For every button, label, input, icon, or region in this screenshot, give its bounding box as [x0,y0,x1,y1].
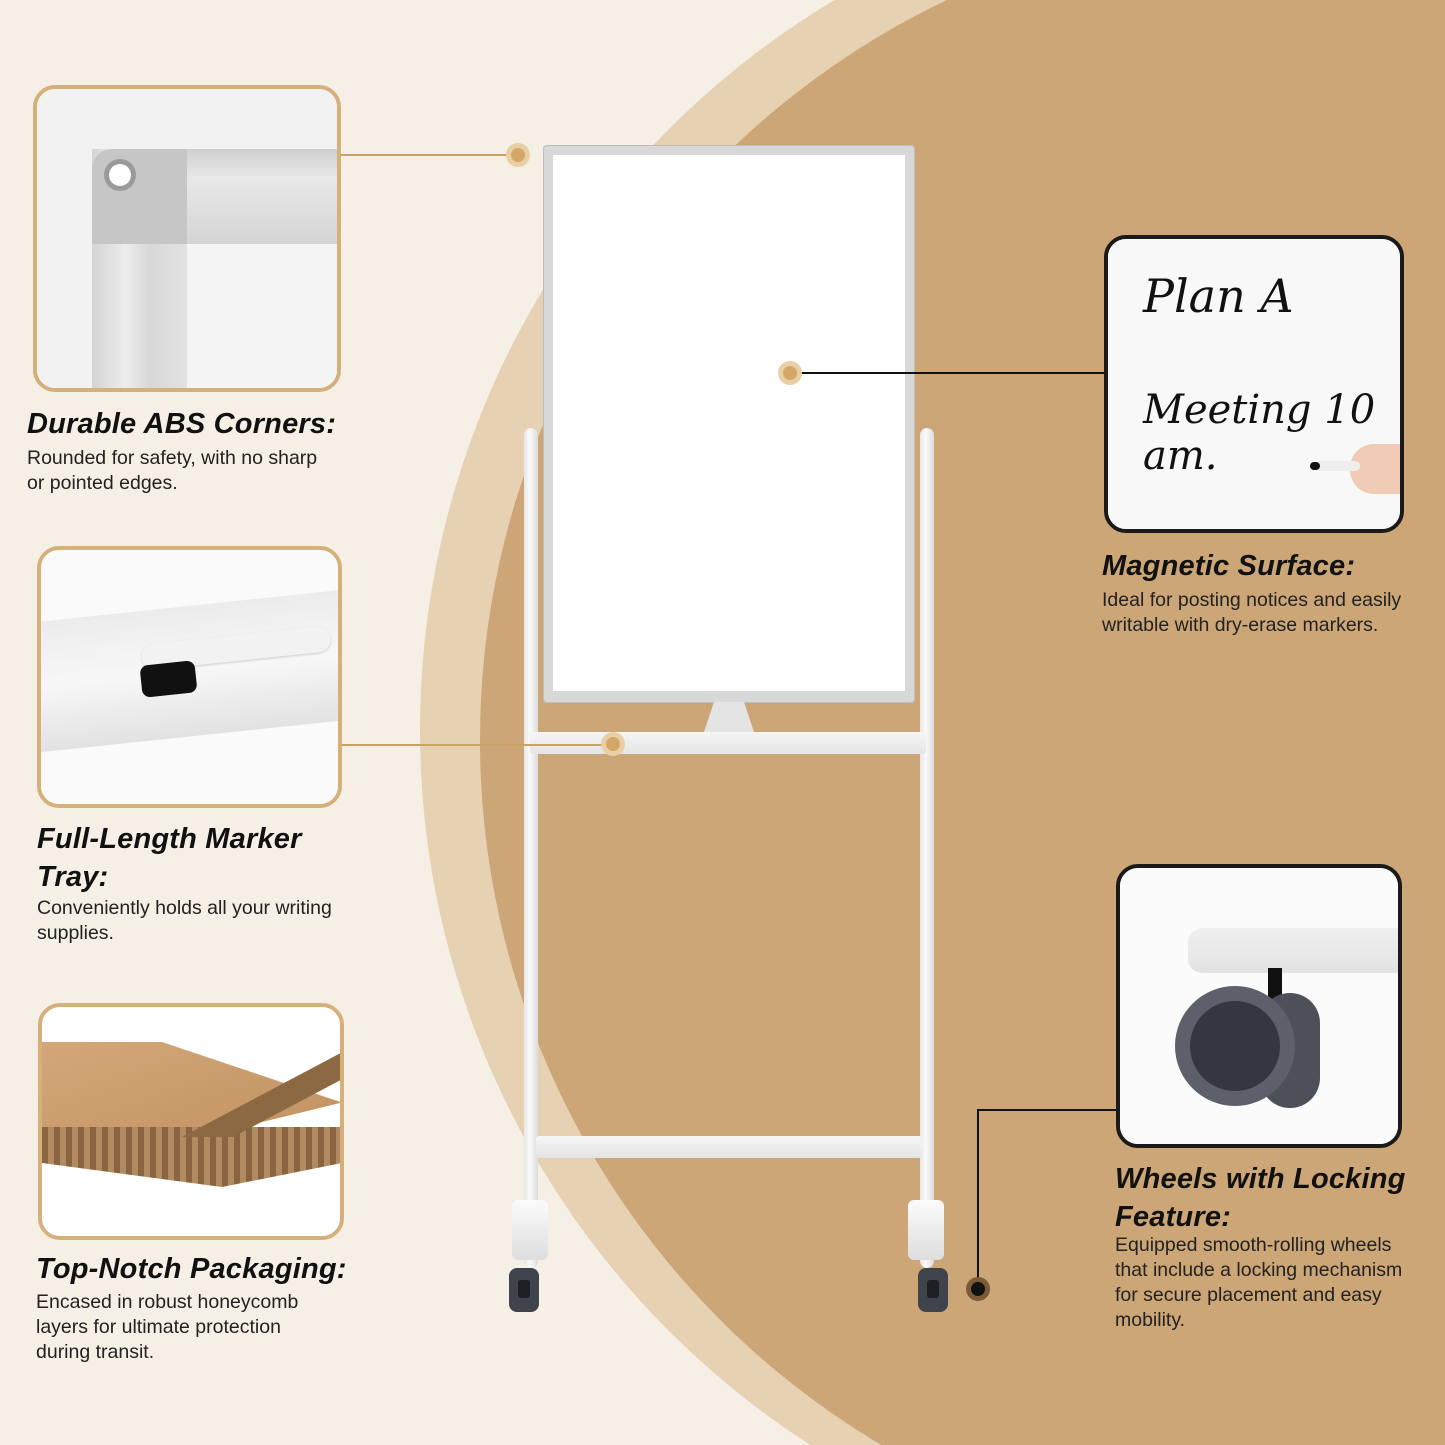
connector-tray [342,744,604,746]
whiteboard-writing-image: Plan A Meeting 10 am. [1108,239,1400,529]
left-caster-icon [509,1268,539,1312]
mount-hole-icon [109,164,131,186]
magnetic-image-panel: Plan A Meeting 10 am. [1104,235,1404,533]
marker-tray-image [41,550,338,804]
hotspot-tray-icon[interactable] [601,732,625,756]
packaging-description: Encased in robust honeycomb layers for u… [36,1291,299,1363]
magnetic-title: Magnetic Surface: [1102,550,1356,582]
marker-pen-icon [1315,461,1360,471]
connector-magnetic [798,372,1108,374]
wheels-description: Equipped smooth-rolling wheels that incl… [1115,1234,1403,1331]
corners-title: Durable ABS Corners: [27,408,337,440]
corners-description: Rounded for safety, with no sharp or poi… [27,447,318,494]
wheels-title: Wheels with Locking Feature: [1115,1163,1406,1233]
tray-title: Full-Length Marker Tray: [37,823,302,893]
connector-wheels-vertical [977,1109,979,1289]
packaging-image-panel [38,1003,344,1240]
corners-image-panel [33,85,341,392]
left-post [524,428,538,1268]
wheels-image-panel [1116,864,1402,1148]
corner-cap [92,149,187,244]
magnetic-description: Ideal for posting notices and easily wri… [1102,589,1402,636]
lower-crossbar [536,1136,922,1158]
abs-corner-image [37,89,337,388]
tray-image-panel [37,546,342,808]
right-caster-icon [918,1268,948,1312]
tray-description: Conveniently holds all your writing supp… [37,897,332,944]
connector-corners [340,154,510,156]
right-post [920,428,934,1268]
writing-line-2: Meeting 10 am. [1143,387,1376,479]
locking-wheel-image [1120,868,1398,1144]
hotspot-magnetic-icon[interactable] [778,361,802,385]
writing-line-1: Plan A [1143,269,1294,323]
left-foot [512,1200,548,1260]
hotspot-corners-icon[interactable] [506,143,530,167]
honeycomb-packaging-image [42,1007,340,1236]
hotspot-wheels-icon[interactable] [966,1277,990,1301]
marker-tray-bar [530,732,926,754]
connector-wheels [977,1109,1119,1111]
whiteboard-surface [553,155,905,691]
right-foot [908,1200,944,1260]
packaging-title: Top-Notch Packaging: [36,1253,347,1285]
